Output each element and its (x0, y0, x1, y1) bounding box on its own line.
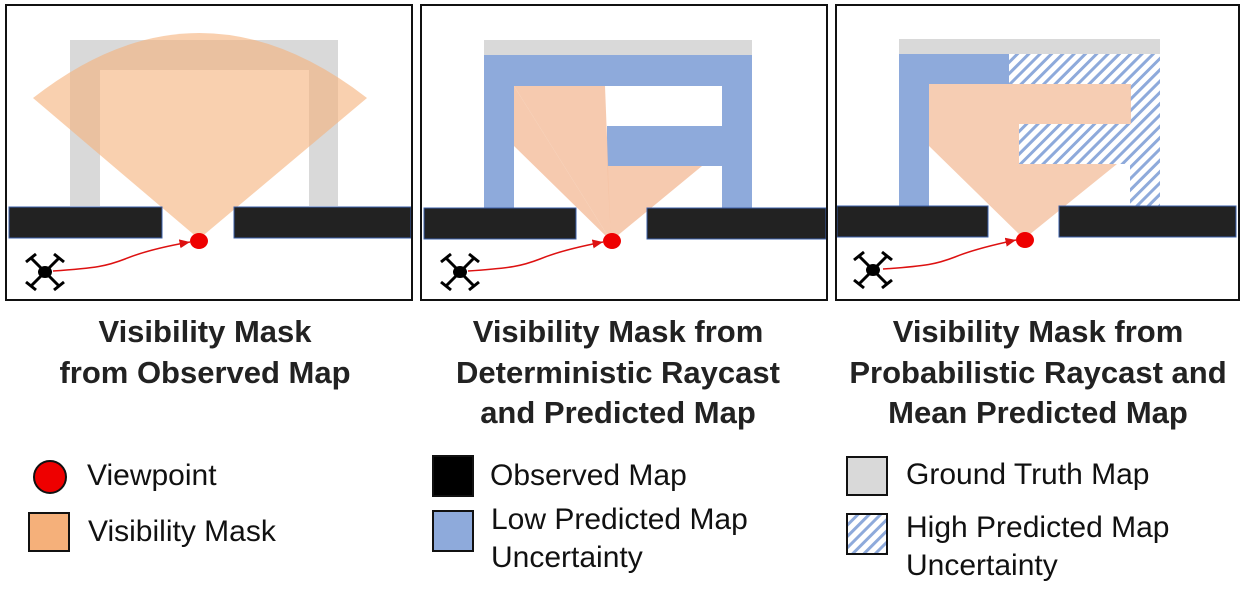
panel-3-diagram (837, 39, 1237, 290)
ground-truth-legend-swatch (846, 456, 888, 496)
observed-wall-right (233, 206, 411, 239)
observed-wall-left (837, 205, 989, 238)
high-uncertainty-legend-swatch (846, 513, 888, 555)
visibility-mask-right (607, 166, 702, 241)
ground-truth-strip (899, 39, 1160, 54)
caption-line: Visibility Mask from (472, 314, 764, 349)
legend-label-viewpoint: Viewpoint (87, 459, 217, 492)
legend-label-high-uncertainty-line2: Uncertainty (906, 549, 1058, 582)
observed-wall-right (646, 207, 826, 240)
panel-deterministic-raycast (420, 4, 828, 301)
panel-2-diagram (423, 40, 826, 292)
panel-1-diagram (8, 33, 411, 292)
caption-panel-1: Visibility Mask from Observed Map (5, 312, 405, 393)
observed-wall-right (1058, 205, 1237, 238)
viewpoint-marker (603, 233, 621, 249)
caption-line: and Predicted Map (480, 395, 756, 430)
caption-line: Probabilistic Raycast and (849, 354, 1227, 390)
ground-truth-strip (484, 40, 752, 55)
visibility-mask-left-lower (514, 86, 611, 241)
caption-panel-3: Visibility Mask from Probabilistic Rayca… (828, 312, 1248, 434)
observed-map-legend-swatch (432, 455, 474, 497)
predicted-structure-high-uncertainty (1009, 54, 1160, 206)
predicted-structure-low-uncertainty (899, 54, 1009, 206)
flight-path (52, 239, 191, 272)
caption-line: Deterministic Raycast (456, 354, 780, 390)
caption-line: Mean Predicted Map (888, 395, 1188, 430)
viewpoint-legend-icon (33, 460, 67, 494)
legend-label-high-uncertainty-line1: High Predicted Map (906, 511, 1170, 544)
caption-panel-2: Visibility Mask from Deterministic Rayca… (418, 312, 818, 434)
observed-wall-left (423, 207, 577, 240)
caption-line: from Observed Map (59, 354, 351, 390)
drone-icon (852, 250, 894, 290)
legend-label-observed-map: Observed Map (490, 459, 687, 492)
flight-path (467, 239, 604, 272)
legend-label-ground-truth: Ground Truth Map (906, 458, 1150, 491)
legend-label-low-uncertainty-line2: Uncertainty (491, 541, 643, 574)
drone-icon (439, 252, 481, 292)
panel-probabilistic-raycast (835, 4, 1240, 301)
viewpoint-marker (190, 233, 208, 249)
predicted-structure (484, 55, 752, 210)
drone-icon (24, 252, 66, 292)
observed-wall-left (8, 206, 163, 239)
caption-line: Visibility Mask from (892, 314, 1184, 349)
legend-label-low-uncertainty-line1: Low Predicted Map (491, 503, 748, 536)
caption-line: Visibility Mask (98, 314, 312, 349)
visibility-mask (33, 33, 367, 239)
legend-label-visibility-mask: Visibility Mask (88, 515, 276, 548)
low-uncertainty-legend-swatch (432, 510, 474, 552)
flight-path (882, 237, 1017, 270)
visibility-mask (929, 84, 1131, 239)
panel-observed-map (5, 4, 413, 301)
ground-truth-structure (70, 40, 338, 206)
viewpoint-marker (1016, 232, 1034, 248)
visibility-mask-legend-swatch (28, 512, 70, 552)
